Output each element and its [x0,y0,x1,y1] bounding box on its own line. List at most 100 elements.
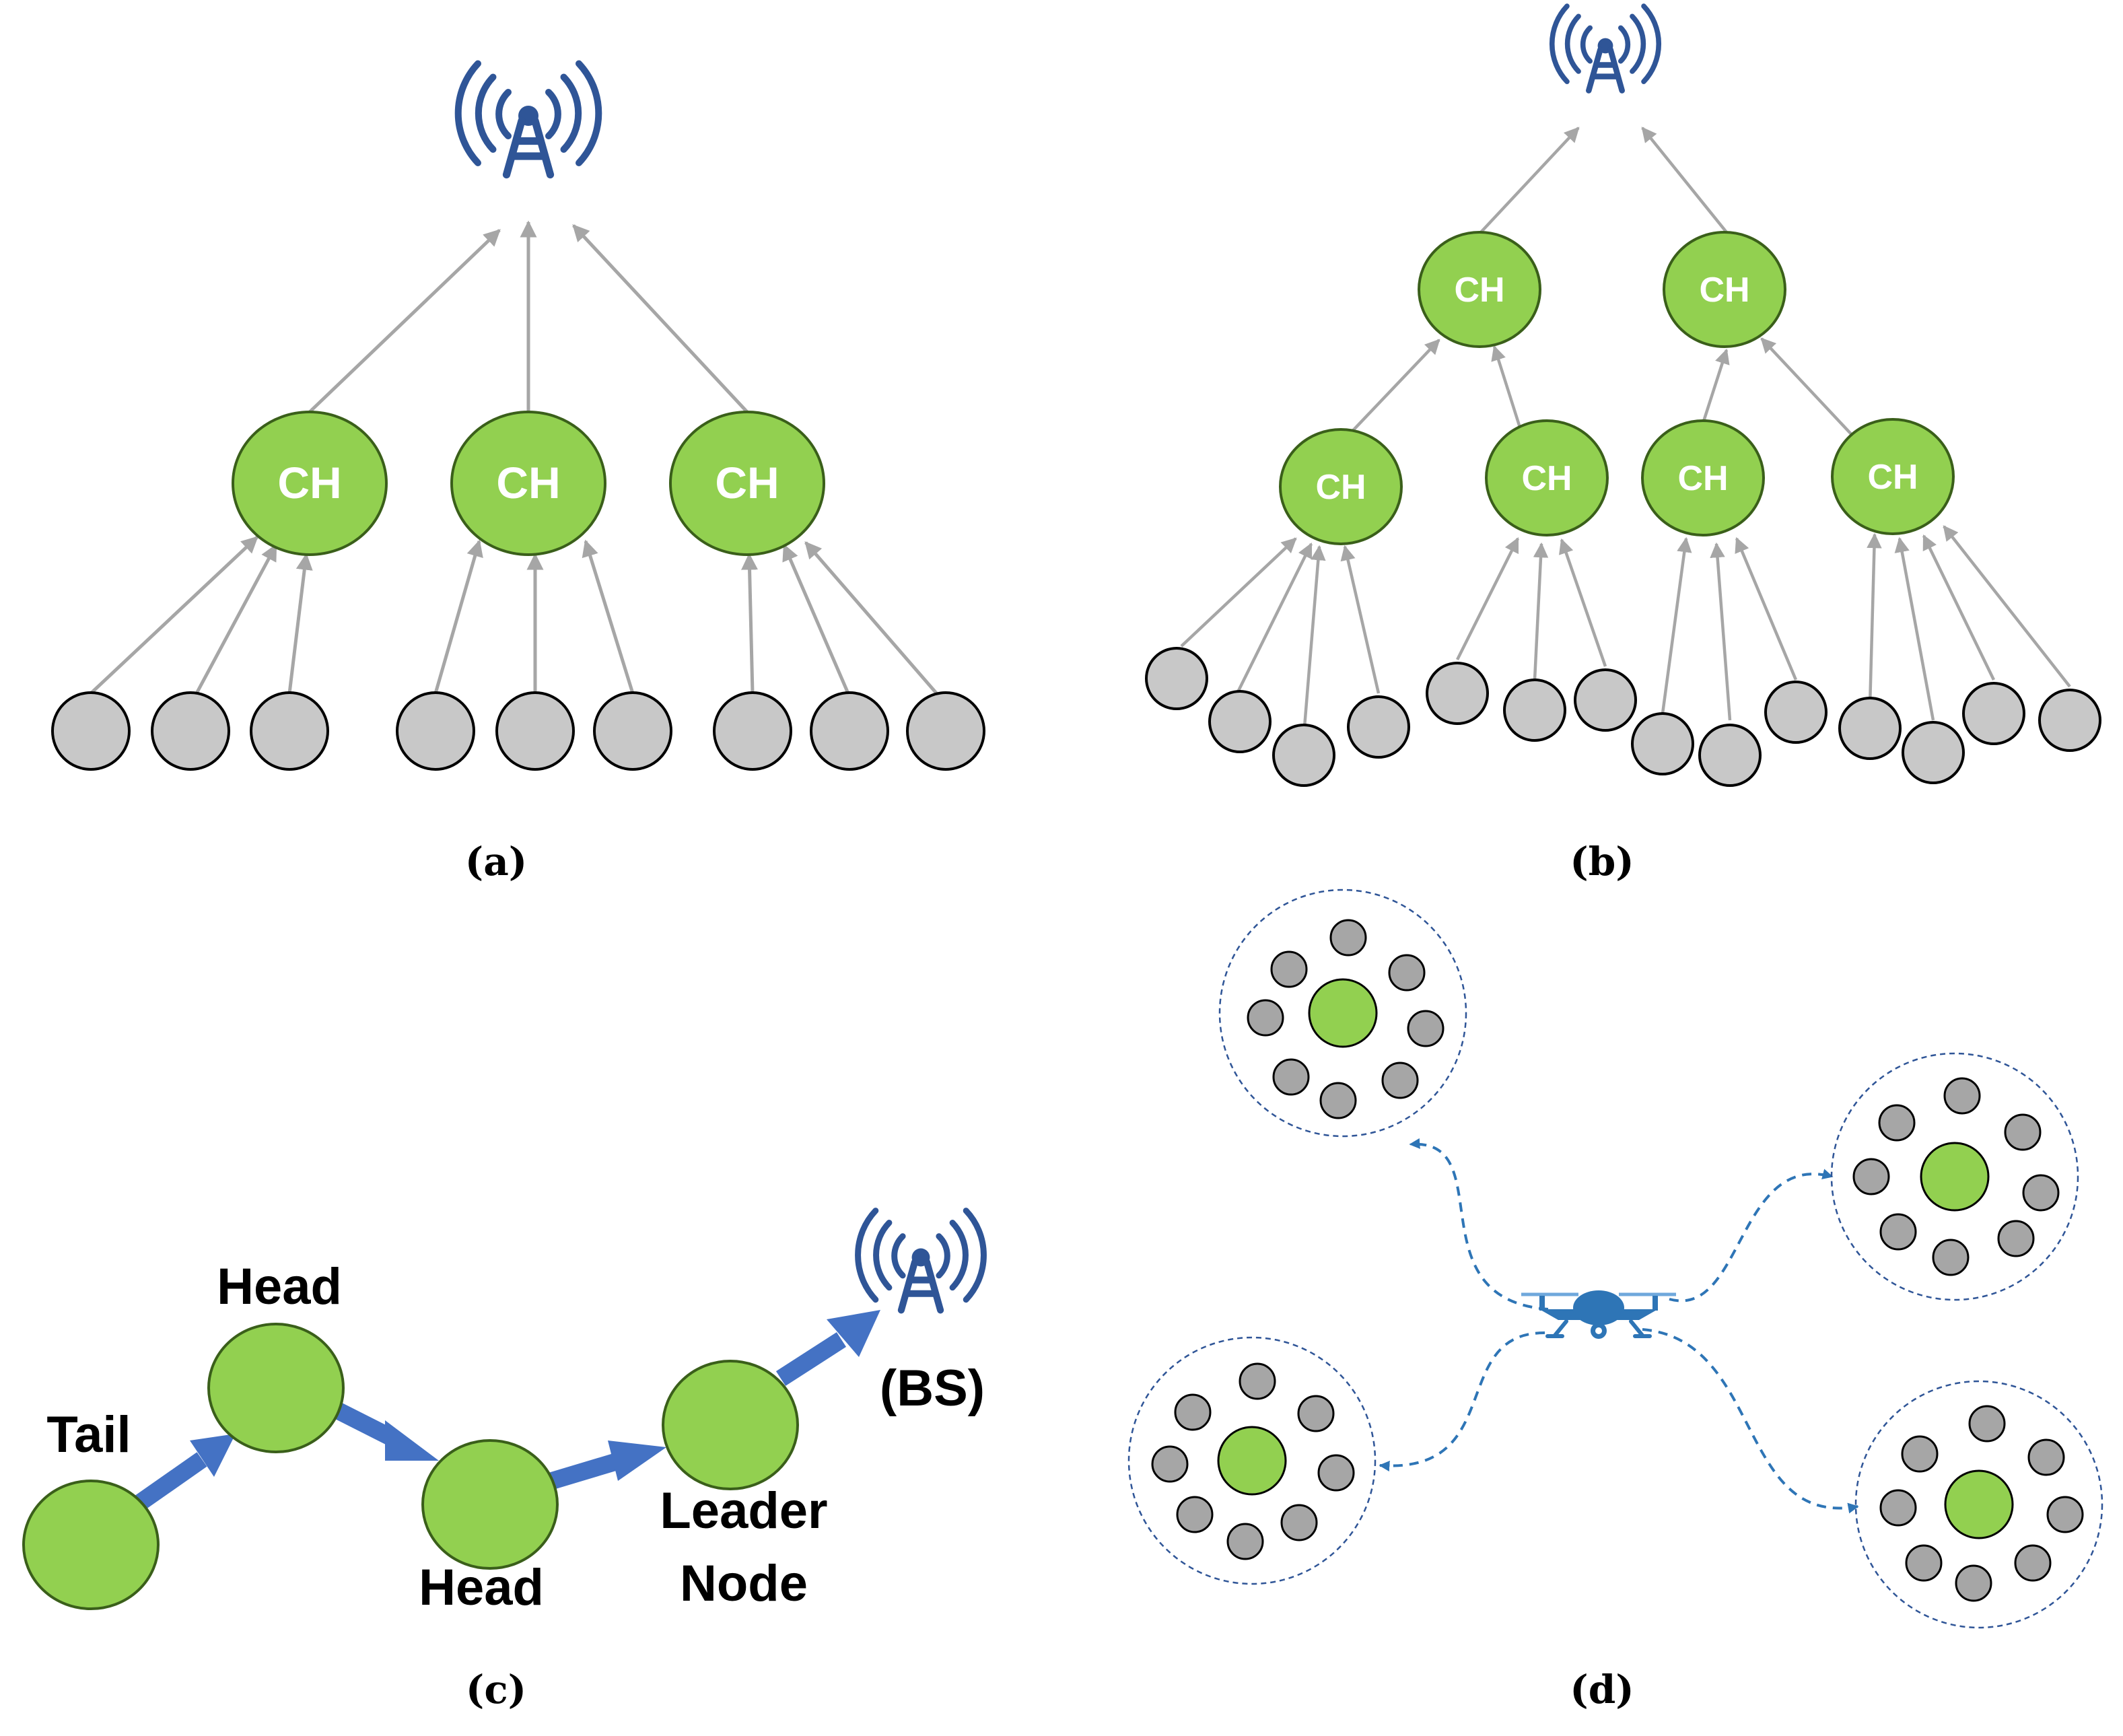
leader-label: Leader [660,1482,827,1539]
cluster-head [1920,1142,1990,1212]
tail-label: Tail [46,1406,131,1463]
link-ch-to-ch [1345,339,1440,439]
link-member-to-ch [782,543,850,694]
sensor-node [1226,1523,1264,1560]
cluster-head [1663,231,1786,348]
chain-arrowhead [608,1440,666,1481]
head-node [207,1323,345,1453]
link-member-to-ch [90,536,258,695]
panel-b: CH CH CH CH CH CH (b) [1145,6,2101,884]
panel-d: (d) [1127,889,2103,1712]
link-member-to-ch [1302,545,1326,728]
uav-link [1379,1331,1545,1471]
sensor-node [713,691,792,771]
leader-label: Node [680,1555,808,1612]
sensor-node [1901,1435,1939,1473]
sensor-node [1503,679,1566,742]
panel-c: Tail Head Head Leader Node (BS) (c) [22,1211,985,1712]
cluster-head-label: CH [1699,271,1749,310]
link-ch-to-ch [1700,348,1730,428]
sensor-node [1879,1213,1917,1251]
link-ch-to-bs [308,229,501,413]
sensor-node [1878,1104,1916,1142]
sensor-node [1698,724,1762,787]
sensor-node [396,691,475,771]
caption-a: (a) [465,839,527,884]
panel-a: CH CH CH (a) [51,64,985,884]
sensor-node [1272,1058,1310,1096]
link-member-to-ch [1867,532,1882,707]
uav-link [1409,1138,1549,1311]
sensor-node [1997,1220,2035,1257]
sensor-node [1151,1445,1189,1483]
cluster-range [1218,889,1467,1138]
leader-node [662,1360,799,1490]
head-node [421,1439,559,1570]
link-member-to-ch [1710,542,1732,721]
link-member-to-ch [1943,525,2071,688]
sensor-node [1270,950,1308,988]
sensor-node [1319,1082,1357,1119]
uav-link [1669,1169,1834,1303]
sensor-node [1272,724,1335,787]
cluster [1830,1052,2079,1301]
link-ch-to-bs [1480,127,1580,234]
sensor-node [1955,1564,1992,1602]
head-label: Head [419,1559,544,1616]
cluster-head [1418,231,1541,348]
tower-icon [458,64,599,175]
link-member-to-ch [1922,534,1996,681]
sensor-node [1852,1158,1890,1195]
sensor-node [1208,690,1272,753]
sensor-node [1407,1010,1445,1047]
tower-icon [1552,6,1659,90]
sensor-node [1932,1239,1970,1276]
sensor-node [1879,1489,1917,1527]
link-member-to-ch [1340,545,1381,694]
link-member-to-ch [741,553,759,694]
link-member-to-ch [1235,542,1313,694]
sensor-node [151,691,230,771]
sensor-node [1631,712,1694,775]
cluster-head [669,411,825,556]
sensor-node [495,691,575,771]
cluster-head-label: CH [715,458,779,508]
cluster-head [1641,419,1765,536]
chain-arrowhead [827,1310,880,1357]
caption-d: (d) [1570,1667,1634,1712]
sensor-node [1174,1393,1212,1431]
sensor-node [593,691,672,771]
sensor-node [1574,668,1637,732]
chain-arrowhead [385,1420,439,1461]
cluster-range [1854,1380,2103,1629]
uav-link [1642,1328,1859,1514]
sensor-node [1297,1395,1335,1432]
link-member-to-ch [804,541,944,701]
caption-b: (b) [1570,839,1634,884]
sensor-node [1426,662,1489,725]
sensor-node [2046,1496,2084,1533]
link-member-to-ch [1180,537,1297,648]
sensor-node [2038,689,2101,752]
tower-icon [858,1211,984,1311]
link-ch-to-bs [572,224,749,413]
cluster [1854,1380,2103,1629]
link-member-to-ch [1661,536,1692,714]
tail-node [22,1480,160,1610]
link-member-to-ch [1894,536,1935,721]
link-ch-to-ch [1760,337,1856,439]
cluster-head [1831,418,1955,535]
cluster-head-label: CH [496,458,560,508]
cluster-range [1830,1052,2079,1301]
cluster-head [1944,1469,2014,1539]
link-member-to-ch [1558,538,1607,667]
sensor-node [1968,1405,2006,1443]
chain-link [129,1452,207,1514]
link-member-to-ch [1533,542,1549,681]
sensor-node [1145,647,1208,710]
sensor-node [250,691,329,771]
link-member-to-ch [433,539,483,694]
cluster-head-label: CH [1677,459,1728,498]
sensor-node [1962,682,2025,745]
